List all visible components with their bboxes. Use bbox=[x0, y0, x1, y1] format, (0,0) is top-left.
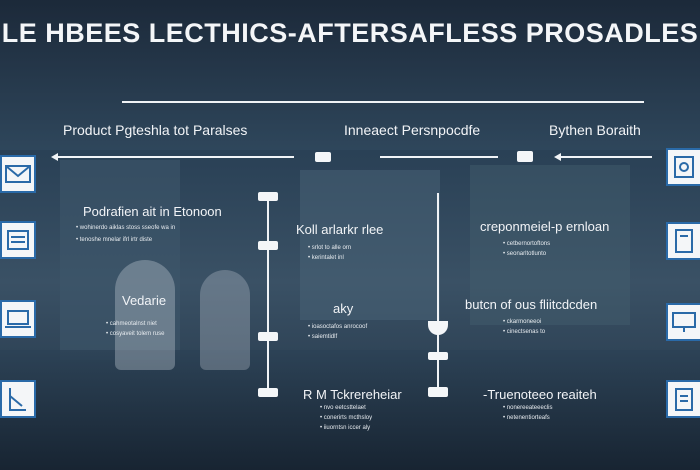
background-person bbox=[200, 270, 250, 370]
right-item-line: • cetbernortoftons bbox=[503, 241, 551, 247]
background-window bbox=[60, 160, 180, 360]
right-item-line: • ckarmoneeoi bbox=[503, 319, 542, 325]
middle-connector bbox=[380, 156, 498, 158]
envelope-icon bbox=[0, 155, 36, 193]
timeline-node bbox=[258, 241, 278, 250]
left-timeline bbox=[267, 196, 269, 392]
top-divider bbox=[122, 101, 644, 103]
background-window bbox=[470, 165, 630, 325]
left-item-line: • cahmeotalnst niet bbox=[106, 321, 157, 327]
middle-column-header: Inneaect Persnpocdfe bbox=[344, 122, 481, 138]
left-item-line: • tenoshe mnelar ifrl irtr diste bbox=[76, 237, 153, 243]
left-item-line: • wohinerdo aiklas stoss sseofe wa in bbox=[76, 225, 176, 231]
middle-item-heading: Koll arlarkr rlee bbox=[296, 222, 384, 237]
middle-connector-node bbox=[517, 151, 533, 162]
background-desk bbox=[0, 350, 700, 470]
right-item-line: • seonarltotlunto bbox=[503, 251, 547, 257]
middle-timeline bbox=[437, 193, 439, 393]
left-item-line: • cosyaveit tolem ruse bbox=[106, 331, 165, 337]
right-item-heading: -Truenoteeo reaiteh bbox=[483, 387, 597, 402]
monitor-icon bbox=[666, 303, 700, 341]
middle-item-heading: R M Tckrereheiar bbox=[303, 387, 402, 402]
right-item-line: • nonereeateeeclis bbox=[503, 405, 553, 411]
left-item-heading: Podrafien ait in Etonoon bbox=[83, 204, 222, 219]
middle-item-heading: aky bbox=[333, 301, 354, 316]
timeline-node bbox=[428, 321, 448, 335]
left-arrow-icon bbox=[51, 153, 58, 161]
timeline-node bbox=[428, 352, 448, 360]
middle-item-line: • kerintalet inl bbox=[308, 255, 344, 261]
timeline-node bbox=[258, 192, 278, 201]
page-title: LE HBEES LECTHICS-AFTERSAFLESS PROSADLES bbox=[1, 18, 699, 48]
left-connector-node bbox=[315, 152, 331, 162]
background-window bbox=[300, 170, 440, 320]
right-arrow-icon bbox=[554, 153, 561, 161]
timeline-node bbox=[258, 388, 278, 397]
left-column-header: Product Pgteshla tot Paralses bbox=[63, 122, 248, 138]
middle-item-line: • srlot to alle orn bbox=[308, 245, 352, 251]
left-item-heading: Vedarie bbox=[122, 293, 167, 308]
clipboard-icon bbox=[666, 380, 700, 418]
middle-item-line: • ioasoctafos anrocoof bbox=[308, 324, 368, 330]
right-column-header: Bythen Boraith bbox=[549, 122, 641, 138]
right-item-heading: creponmeiel-p ernloan bbox=[480, 219, 610, 234]
background-ceiling bbox=[0, 0, 700, 150]
timeline-node bbox=[428, 387, 448, 397]
left-connector bbox=[58, 156, 294, 158]
middle-item-line: • saiemtidlf bbox=[308, 334, 338, 340]
printer-icon bbox=[0, 221, 36, 259]
right-item-line: • netenentiorteafs bbox=[503, 415, 550, 421]
server-icon bbox=[666, 222, 700, 260]
laptop-icon bbox=[0, 300, 36, 338]
right-item-line: • cinectsenas to bbox=[503, 329, 546, 335]
background-person bbox=[115, 260, 175, 370]
right-item-heading: butcn of ous fliitcdcden bbox=[465, 297, 598, 312]
middle-item-line: • iiuorntsn iccer aly bbox=[320, 425, 371, 431]
device-icon bbox=[666, 148, 700, 186]
right-connector bbox=[560, 156, 652, 158]
timeline-node bbox=[258, 332, 278, 341]
middle-item-line: • nvo eetcsttelaet bbox=[320, 405, 366, 411]
document-icon bbox=[0, 380, 36, 418]
middle-item-line: • conerirts mcthsloy bbox=[320, 415, 373, 421]
